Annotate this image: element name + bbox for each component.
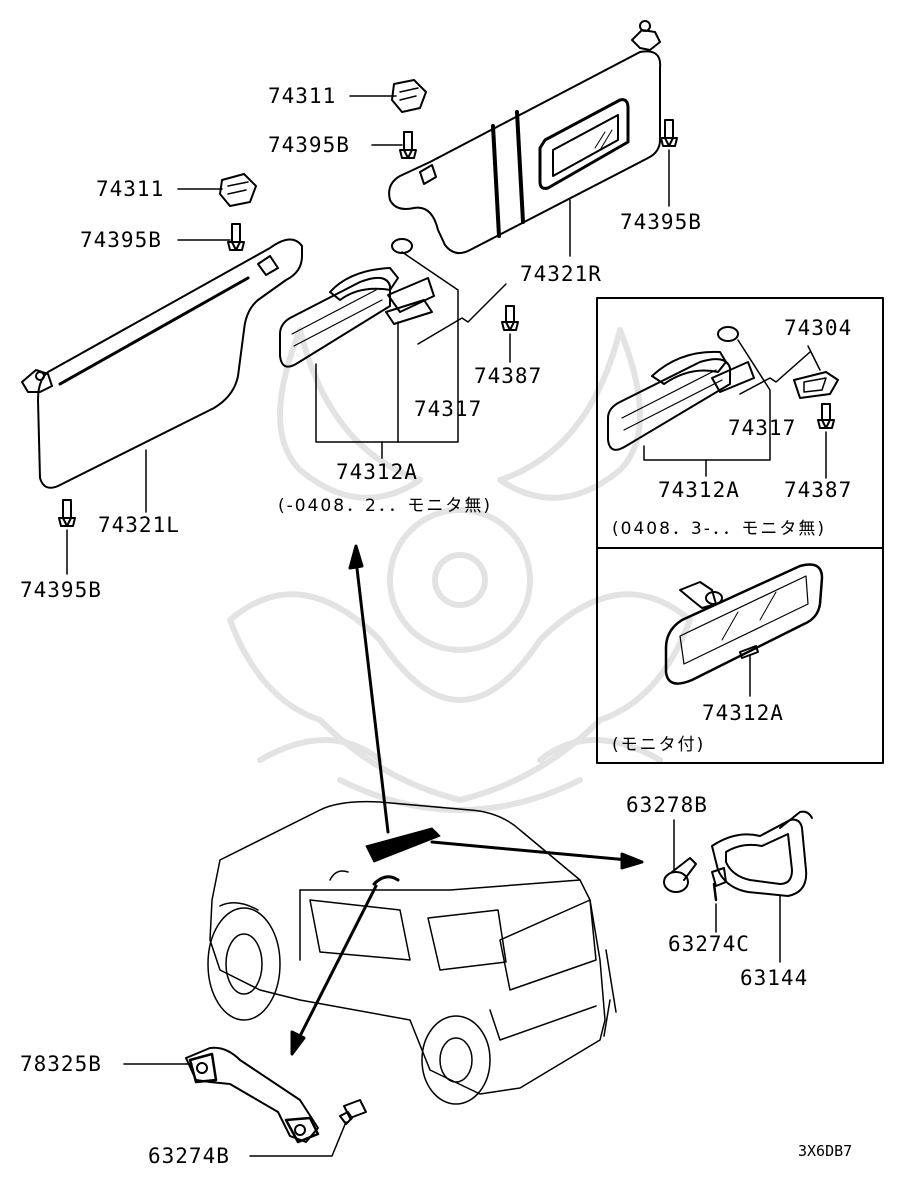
variant-box (597, 298, 883, 763)
clip-74311-right (392, 80, 426, 112)
label-box-74317: 74317 (728, 416, 797, 440)
assist-grip-78325b (186, 1048, 318, 1142)
label-box-74312a-lower: 74312A (702, 701, 784, 725)
label-78325b: 78325B (20, 1052, 102, 1076)
box-screw-74387 (818, 404, 834, 428)
label-63278b: 63278B (626, 793, 708, 817)
label-box-74387: 74387 (784, 478, 853, 502)
screw-74395b-top (400, 132, 416, 158)
note-range-post: (0408．3-．．モニタ無) (612, 519, 826, 539)
screw-74395b-left-upper (228, 224, 244, 250)
screw-74395b-right (661, 120, 677, 146)
box-leaders-upper (644, 340, 826, 478)
label-63144: 63144 (740, 966, 809, 990)
label-74311-right: 74311 (268, 84, 337, 108)
diagram-code: 3X6DB7 (798, 1142, 853, 1160)
label-box-74304: 74304 (784, 316, 853, 340)
box-mirror-monitor (666, 565, 822, 697)
sun-visor-left (22, 239, 302, 487)
label-74317: 74317 (414, 397, 483, 421)
grip-63144 (712, 812, 812, 896)
note-with-monitor: (モニタ付) (612, 735, 706, 755)
label-74395b-bottom: 74395B (20, 578, 102, 602)
box-clip-74304 (794, 372, 838, 398)
screw-63274b (340, 1100, 366, 1124)
screw-74395b-bottom (59, 500, 75, 526)
screw-74387 (502, 306, 518, 330)
pointer-arrows (292, 546, 642, 1054)
note-range-pre: (-0408．2．．モニタ無) (278, 496, 492, 516)
label-74321r: 74321R (520, 262, 602, 286)
label-74395b-left-upper: 74395B (80, 228, 162, 252)
box-mirror-upper (608, 327, 754, 450)
sun-visor-right (389, 20, 660, 253)
label-74312a: 74312A (336, 460, 418, 484)
vehicle-body (208, 802, 616, 1104)
label-74311-left: 74311 (96, 177, 165, 201)
label-74395b-right: 74395B (620, 210, 702, 234)
clip-74311-left (220, 174, 256, 206)
leaders-lower-right (674, 820, 780, 962)
clip-63278b (664, 858, 696, 892)
label-74395b-top: 74395B (268, 133, 350, 157)
label-74387: 74387 (474, 364, 543, 388)
watermark-emblem (230, 330, 690, 810)
label-63274c: 63274C (668, 932, 750, 956)
rear-view-mirror-upper (280, 239, 434, 367)
leaders-lower-left (124, 1064, 346, 1156)
label-74321l: 74321L (98, 513, 180, 537)
leader-lines-top (67, 96, 669, 574)
label-box-74312a-upper: 74312A (658, 478, 740, 502)
label-63274b: 63274B (148, 1144, 230, 1168)
